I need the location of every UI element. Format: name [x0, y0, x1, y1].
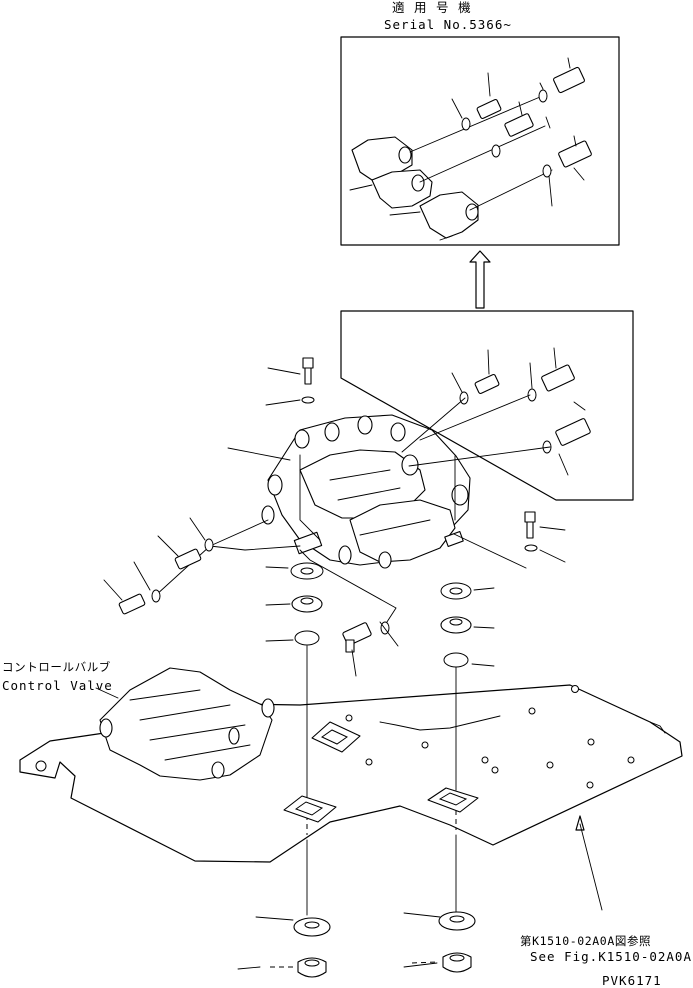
- drawing-number: PVK6171: [602, 973, 662, 988]
- reference-leader-line: [579, 823, 603, 911]
- reference-arrowhead-icon: [575, 815, 585, 831]
- applicable-models-label: 適 用 号 機: [392, 0, 472, 15]
- standard-detail-box: [340, 310, 634, 501]
- serial-number-label: Serial No.5366~: [384, 17, 512, 32]
- bottom-mounts: [237, 911, 476, 978]
- control-valve-label-en: Control Valve: [2, 678, 113, 693]
- center-fitting: [342, 621, 399, 677]
- control-valve-small-view: [99, 667, 275, 781]
- left-fittings: [103, 517, 214, 615]
- floor-plate: [19, 684, 683, 863]
- bolts: [227, 357, 566, 563]
- mount-washers-right: [440, 582, 495, 913]
- mount-washers-left: [265, 562, 324, 916]
- up-arrow-icon: [469, 250, 491, 309]
- control-valve-label-jp: コントロールバルブ: [2, 660, 111, 674]
- reference-label-jp: 第K1510-02A0A図参照: [520, 934, 651, 948]
- reference-label-en: See Fig.K1510-02A0A: [530, 949, 692, 964]
- pipe-lines: [154, 394, 551, 626]
- serial-variant-detail-box: [340, 36, 620, 246]
- control-valve-assembly: [261, 414, 471, 569]
